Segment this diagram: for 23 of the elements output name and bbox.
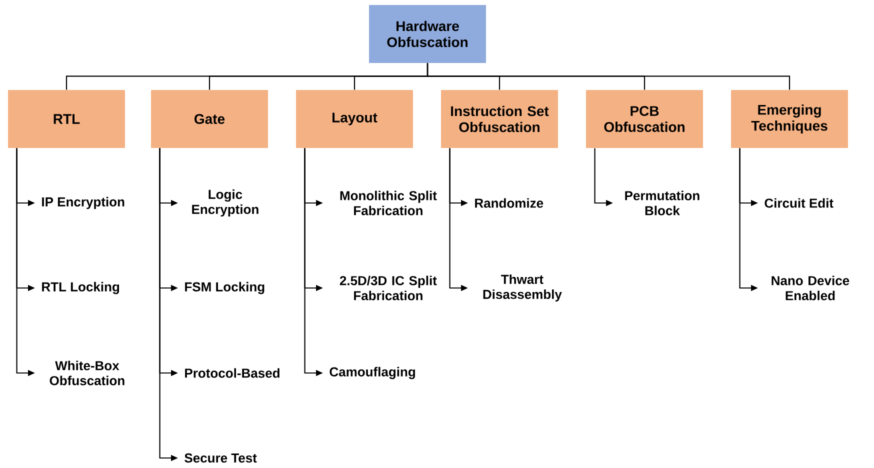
leaf-label: Randomize: [475, 198, 544, 208]
connector-line: [426, 63, 790, 90]
leaf-label: RTL Locking: [42, 282, 120, 294]
leaf-label: Protocol-Based: [185, 368, 280, 378]
leaf-label: Permutation Block: [625, 190, 700, 216]
leaf-label: 2.5D/3D IC Split Fabrication: [340, 276, 437, 300]
category-box: Gate: [151, 90, 268, 148]
root-box: Hardware Obfuscation: [369, 5, 486, 63]
leaf-label: FSM Locking: [185, 282, 264, 294]
leaf-label: IP Encryption: [42, 196, 124, 210]
leaf-label: Thwart Disassembly: [483, 274, 562, 302]
category-box: Instruction Set Obfuscation: [441, 90, 558, 148]
category-box: PCB Obfuscation: [586, 90, 704, 148]
category-box: Emerging Techniques: [731, 90, 848, 148]
leaf-label: Logic Encryption: [192, 189, 258, 217]
leaf-label: Secure Test: [184, 453, 257, 463]
leaf-label: Monolithic Split Fabrication: [340, 190, 437, 216]
leaf-label: Circuit Edit: [764, 198, 834, 208]
leaf-label: Nano Device Enabled: [772, 276, 850, 300]
category-box: Layout: [296, 90, 413, 148]
leaf-label: Camouflaging: [330, 366, 415, 380]
leaf-label: White-Box Obfuscation: [50, 360, 124, 386]
category-box: RTL: [8, 90, 125, 148]
